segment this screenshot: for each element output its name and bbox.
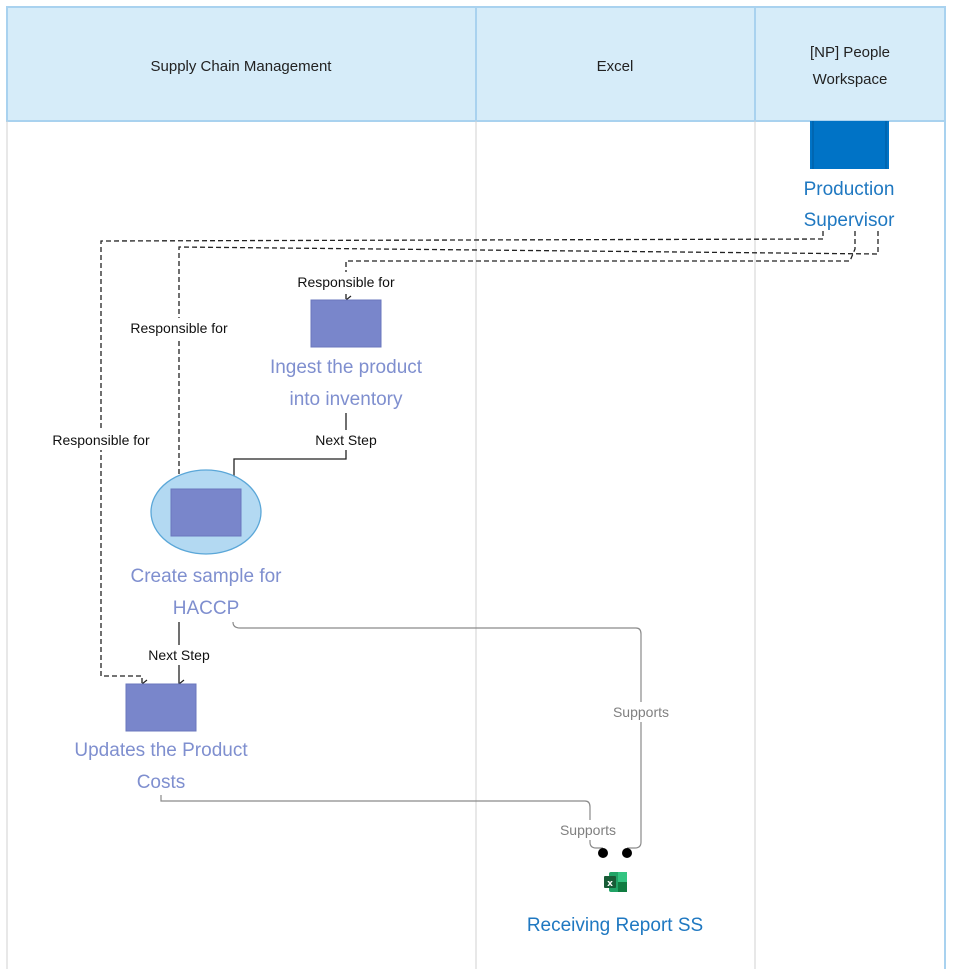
process-label-line1: Updates the Product [74,740,248,761]
label-responsible-ingest: Responsible for [297,274,395,290]
actor-icon [810,121,889,169]
process-label-line1: Create sample for [130,566,282,587]
process-label-line2: Costs [137,772,186,793]
process-label-line2: HACCP [173,598,240,619]
label-next-step-1: Next Step [315,432,377,448]
edge-supports-costs [160,795,603,849]
label-supports-2: Supports [560,822,616,838]
edge-supports-sample [232,621,642,849]
lane-title-supply-chain: Supply Chain Management [151,58,333,75]
lane-headers: Supply Chain Management Excel [NP] Peopl… [6,6,946,122]
label-responsible-costs: Responsible for [52,432,150,448]
process-box [310,299,382,348]
application-label: Receiving Report SS [527,915,703,936]
process-ingest-product[interactable]: Ingest the product into inventory [270,299,423,410]
edge-responsible-ingest [345,231,856,305]
edge-labels: Responsible for Responsible for Responsi… [44,272,676,840]
lane-separators [6,121,946,969]
lane-title-people-workspace-line2: Workspace [813,71,888,88]
process-label-line2: into inventory [289,389,403,410]
process-create-sample[interactable]: Create sample for HACCP [130,469,282,619]
supports-endpoint-right [622,848,632,858]
label-next-step-2: Next Step [148,647,210,663]
supports-endpoint-left [598,848,608,858]
actor-label-line2: Supervisor [804,210,895,231]
svg-text:x: x [607,879,613,889]
process-box [125,683,197,732]
actor-label-line1: Production [804,179,895,200]
lane-header-supply-chain [6,6,477,122]
process-label-line1: Ingest the product [270,357,423,378]
supports-edges [160,621,642,858]
edge-responsible-costs [100,231,824,689]
excel-icon: x [604,872,627,892]
lane-title-people-workspace-line1: [NP] People [810,44,890,61]
actor-production-supervisor[interactable]: Production Supervisor [804,121,895,231]
edge-responsible-sample [178,231,879,496]
edge-next-step-1 [233,413,347,496]
label-responsible-sample: Responsible for [130,320,228,336]
lane-header-excel [475,6,756,122]
process-update-costs[interactable]: Updates the Product Costs [74,683,248,793]
label-supports-1: Supports [613,704,669,720]
lane-title-excel: Excel [597,58,634,75]
process-box [170,488,242,537]
application-receiving-report[interactable]: x Receiving Report SS [527,872,703,936]
lane-header-people-workspace [754,6,946,122]
